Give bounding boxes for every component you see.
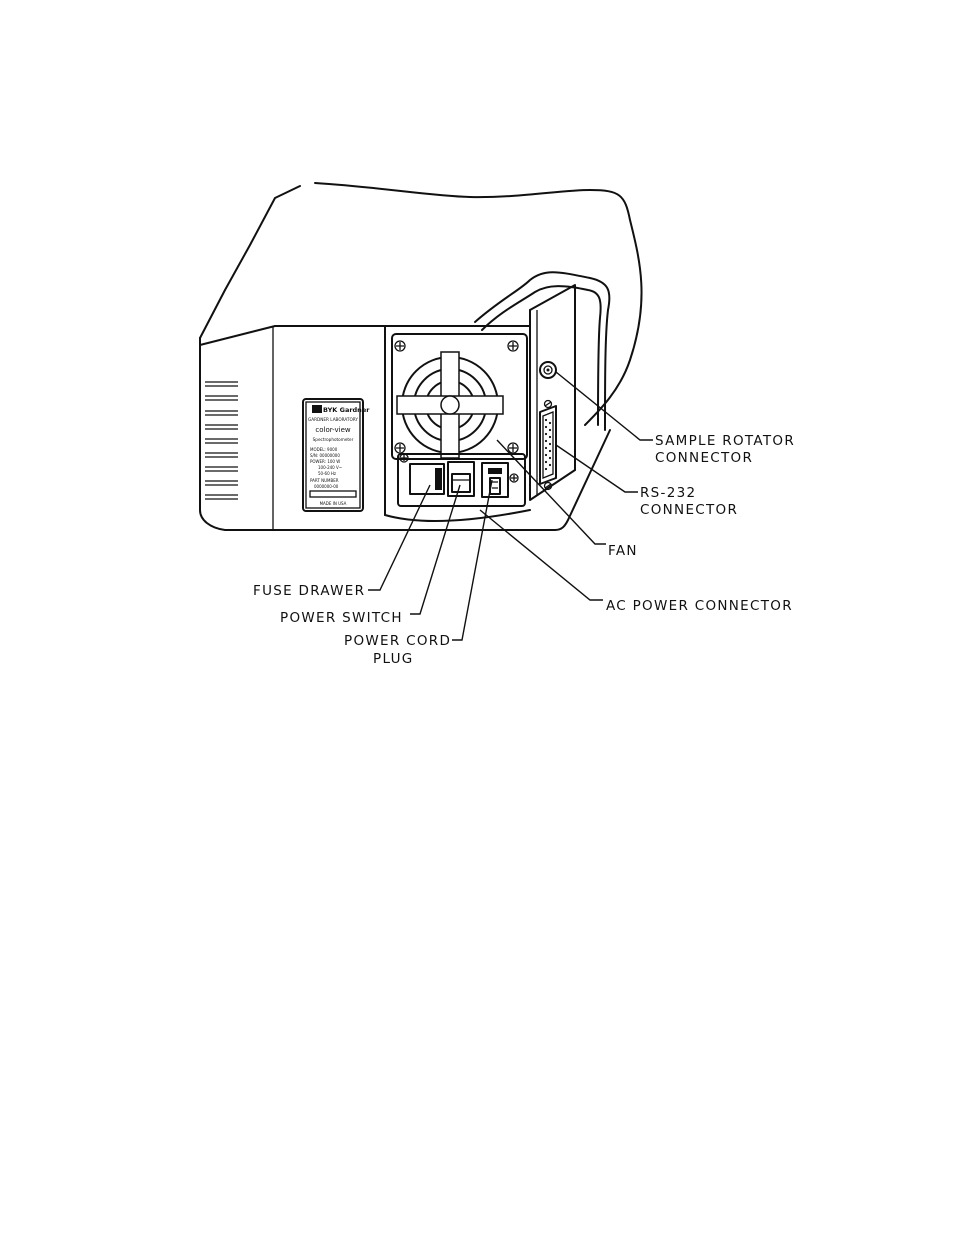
- label-power-switch: POWER SWITCH: [280, 610, 403, 626]
- power-entry-module: [398, 454, 525, 506]
- label-rs232-line2: CONNECTOR: [640, 502, 738, 518]
- nameplate: BYK Gardner GARDNER LABORATORY color-vie…: [303, 399, 370, 511]
- nameplate-voltage: 100-240 V~: [318, 465, 342, 470]
- label-sample-rotator-line2: CONNECTOR: [655, 450, 753, 466]
- power-switch: [448, 462, 474, 496]
- fan: [392, 334, 527, 459]
- nameplate-serial: S/N: 00000000: [310, 453, 340, 458]
- rs232-connector: [540, 401, 556, 490]
- nameplate-frequency: 50-60 Hz: [318, 471, 336, 476]
- label-rs232-line1: RS-232: [640, 485, 696, 501]
- nameplate-product: color-view: [315, 426, 351, 434]
- label-sample-rotator-line1: SAMPLE ROTATOR: [655, 433, 795, 449]
- leader-fan: [497, 440, 606, 544]
- side-vents: [205, 382, 238, 499]
- nameplate-origin: MADE IN USA: [320, 501, 347, 506]
- nameplate-power: POWER: 100 W: [310, 459, 340, 464]
- nameplate-part-label: PART NUMBER: [310, 478, 339, 483]
- nameplate-brand: BYK Gardner: [323, 406, 370, 414]
- nameplate-company: GARDNER LABORATORY: [308, 417, 358, 422]
- nameplate-part-number: 0000000-00: [314, 484, 339, 489]
- nameplate-description: Spectrophotometer: [313, 437, 354, 442]
- label-ac-power-connector: AC POWER CONNECTOR: [606, 598, 793, 614]
- leader-ac-power: [480, 510, 603, 600]
- fan-center-hub: [441, 396, 459, 414]
- label-power-cord-line1: POWER CORD: [344, 633, 451, 649]
- power-cord-plug: [482, 463, 508, 497]
- instrument-housing: [200, 183, 642, 530]
- sample-rotator-connector: [540, 362, 556, 378]
- nameplate-model: MODEL: 9000: [310, 447, 338, 452]
- leader-power-switch: [410, 485, 460, 614]
- leader-power-cord: [452, 480, 492, 640]
- brand-logo: [312, 405, 322, 413]
- label-fuse-drawer: FUSE DRAWER: [253, 583, 365, 599]
- label-fan: FAN: [608, 543, 638, 559]
- fuse-drawer: [410, 464, 444, 494]
- label-power-cord-line2: PLUG: [373, 651, 414, 667]
- leader-rs232: [556, 445, 638, 492]
